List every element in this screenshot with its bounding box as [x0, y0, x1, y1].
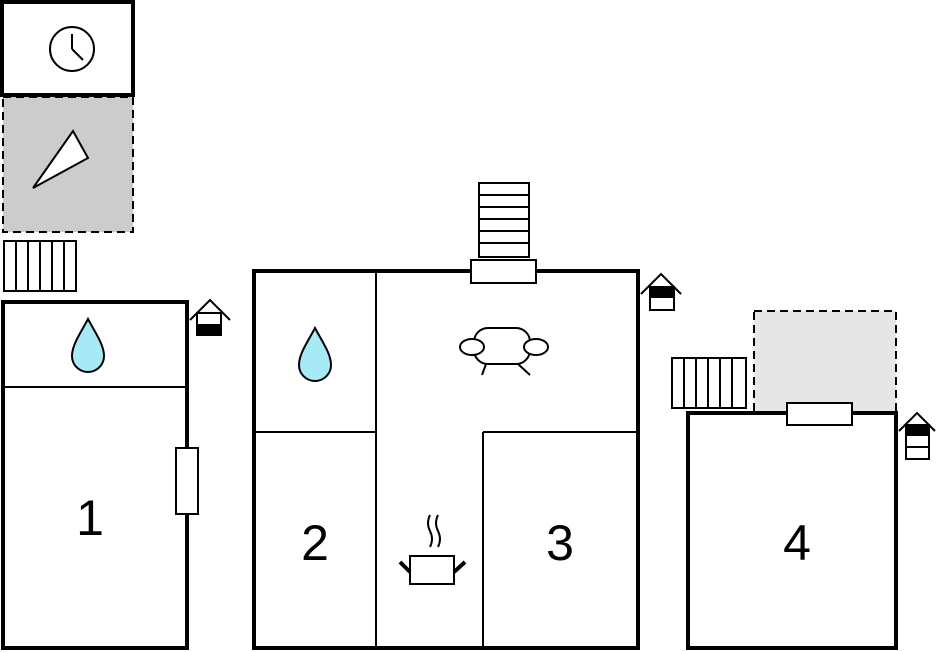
door-icon — [470, 259, 537, 284]
water-drop-icon — [297, 325, 333, 382]
room-number-2: 2 — [301, 515, 329, 571]
room-number-3: 3 — [546, 515, 574, 571]
clock-box — [0, 0, 135, 97]
building-1: 1 — [1, 300, 199, 650]
compass-terrace — [2, 96, 134, 233]
room-number-4: 4 — [783, 515, 811, 571]
stairs-icon — [478, 182, 530, 258]
cooking-pot-icon — [398, 514, 467, 585]
house-entrance-icon — [898, 411, 936, 460]
water-drop-icon — [70, 316, 106, 373]
sofa-icon — [459, 327, 549, 376]
radiator-icon — [3, 240, 77, 292]
building-main: 2 3 — [252, 269, 640, 650]
house-entrance-icon — [640, 272, 682, 311]
clock-icon — [49, 26, 95, 72]
room-number-1: 1 — [76, 490, 104, 546]
terrace — [753, 310, 897, 415]
door-icon — [175, 447, 199, 515]
house-entrance-icon — [189, 298, 231, 336]
compass-icon — [32, 129, 90, 189]
radiator-icon — [671, 357, 747, 409]
door-icon — [786, 402, 853, 426]
building-4: 4 — [686, 402, 898, 650]
